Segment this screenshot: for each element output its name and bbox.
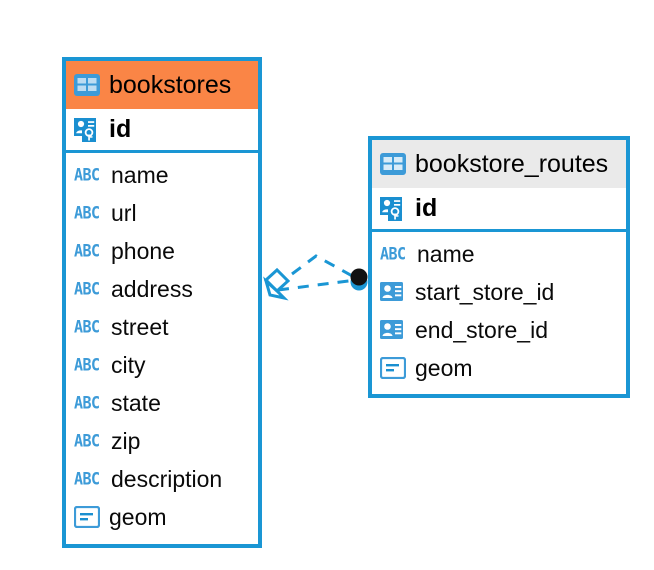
- relationship-line-upper: [275, 254, 357, 288]
- field-label: phone: [111, 237, 175, 264]
- field-label: zip: [111, 427, 141, 454]
- abc-icon: ABC: [74, 202, 100, 223]
- abc-icon: ABC: [74, 278, 100, 299]
- entity-title: bookstores: [109, 70, 232, 99]
- primary-key-icon: [380, 196, 406, 221]
- primary-key-row[interactable]: id: [66, 109, 258, 153]
- primary-key-label: id: [415, 194, 438, 222]
- field-row[interactable]: geom: [372, 349, 626, 387]
- field-row[interactable]: ABC description: [66, 460, 258, 498]
- field-label: street: [111, 313, 169, 340]
- field-label: geom: [415, 354, 473, 381]
- entity-table-bookstores[interactable]: bookstores id ABC: [62, 57, 262, 548]
- field-row[interactable]: ABC url: [66, 194, 258, 232]
- field-row[interactable]: end_store_id: [372, 311, 626, 349]
- field-label: start_store_id: [415, 278, 555, 305]
- field-label: name: [111, 161, 169, 188]
- foreign-key-icon: [380, 281, 406, 303]
- field-row[interactable]: ABC address: [66, 270, 258, 308]
- primary-key-row[interactable]: id: [372, 188, 626, 232]
- abc-icon: ABC: [74, 392, 100, 413]
- entity-header-bookstores[interactable]: bookstores: [66, 61, 258, 109]
- field-row[interactable]: ABC name: [66, 156, 258, 194]
- relationship-line-lower: [277, 278, 357, 292]
- geometry-icon: [380, 357, 406, 379]
- field-list: ABC name start_store_id: [372, 232, 626, 387]
- field-label: end_store_id: [415, 316, 548, 343]
- entity-table-bookstore-routes[interactable]: bookstore_routes id ABC: [368, 136, 630, 398]
- field-label: geom: [109, 503, 167, 530]
- field-row[interactable]: ABC name: [372, 235, 626, 273]
- field-row[interactable]: ABC zip: [66, 422, 258, 460]
- field-label: description: [111, 465, 223, 492]
- primary-key-icon: [74, 117, 100, 142]
- field-label: name: [417, 240, 475, 267]
- field-label: url: [111, 199, 137, 226]
- field-label: city: [111, 351, 146, 378]
- abc-icon: ABC: [74, 316, 100, 337]
- abc-icon: ABC: [74, 430, 100, 451]
- table-icon: [74, 74, 100, 96]
- field-row[interactable]: ABC phone: [66, 232, 258, 270]
- entity-header-bookstore-routes[interactable]: bookstore_routes: [372, 140, 626, 188]
- field-row[interactable]: ABC city: [66, 346, 258, 384]
- diamond-marker: [263, 267, 291, 301]
- abc-icon: ABC: [74, 468, 100, 489]
- field-label: state: [111, 389, 161, 416]
- foreign-key-icon: [380, 319, 406, 341]
- field-row[interactable]: ABC street: [66, 308, 258, 346]
- field-list: ABC name ABC url ABC phone ABC address A…: [66, 153, 258, 536]
- abc-icon: ABC: [74, 164, 100, 185]
- field-label: address: [111, 275, 193, 302]
- entity-title: bookstore_routes: [415, 149, 609, 178]
- abc-icon: ABC: [380, 243, 406, 264]
- abc-icon: ABC: [74, 354, 100, 375]
- field-row[interactable]: geom: [66, 498, 258, 536]
- table-icon: [380, 153, 406, 175]
- abc-icon: ABC: [74, 240, 100, 261]
- field-row[interactable]: ABC state: [66, 384, 258, 422]
- filled-circle-marker: [350, 268, 368, 291]
- field-row[interactable]: start_store_id: [372, 273, 626, 311]
- geometry-icon: [74, 506, 100, 528]
- primary-key-label: id: [109, 115, 132, 143]
